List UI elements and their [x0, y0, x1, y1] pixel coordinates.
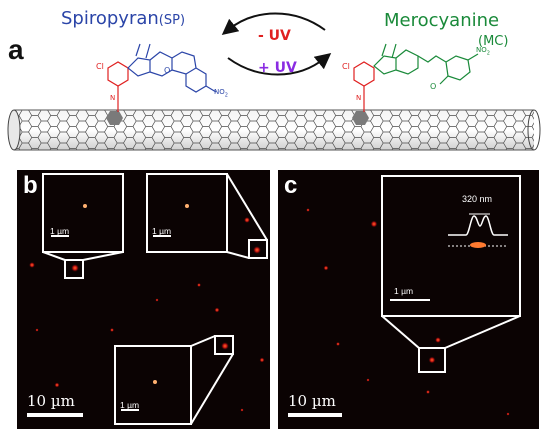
panel-letter-b: b — [23, 172, 38, 199]
inset-b1 — [42, 173, 124, 279]
atom-o-right: O — [430, 82, 437, 91]
no2-sub: 2 — [486, 50, 490, 57]
atom-cl-left: Cl — [96, 62, 104, 71]
defect-site-left — [106, 111, 123, 125]
inset-b3 — [114, 335, 234, 425]
merocyanine-structure — [353, 43, 479, 112]
defect-site-right — [352, 111, 369, 125]
panel-letter-c: c — [284, 172, 298, 199]
inset-b3-scale: 1 µm — [120, 400, 140, 410]
inset-c1-scale: 1 µm — [394, 286, 414, 296]
plus-uv-label: + UV — [258, 60, 297, 76]
atom-n-right: N — [356, 94, 362, 102]
merocyanine-name: Merocyanine — [384, 10, 500, 31]
inset-b1-scale: 1 µm — [50, 226, 70, 236]
inset-c1 — [381, 175, 521, 373]
spiropyran-structure — [107, 43, 217, 112]
switch-arrows — [221, 12, 332, 76]
panel-c-svg — [288, 175, 521, 417]
atom-no2-right: NO2 — [476, 46, 490, 56]
inset-b2 — [146, 173, 268, 259]
atom-o-left: O — [164, 66, 171, 75]
panel-a: a Spiropyran(SP) Merocyanine (MC) - UV +… — [0, 0, 550, 170]
emitter-spots — [29, 217, 265, 412]
atom-no2-left: NO2 — [214, 88, 228, 98]
spiropyran-name: Spiropyran — [61, 8, 159, 29]
merocyanine-abbr: (MC) — [478, 34, 509, 49]
panel-b-image: b 1 µm 1 µm 1 µm 10 µm — [17, 170, 270, 429]
no2-sub: 2 — [224, 92, 228, 99]
profile-width-label: 320 nm — [462, 194, 493, 204]
no2-text: NO — [476, 46, 487, 54]
scalebar-c-label: 10 µm — [288, 392, 336, 410]
spiropyran-abbr: (SP) — [158, 13, 186, 28]
panel-letter-a: a — [8, 34, 24, 65]
atom-n-left: N — [110, 94, 116, 102]
minus-uv-label: - UV — [258, 28, 291, 44]
atom-cl-right: Cl — [342, 62, 350, 71]
panel-c-image: c 320 nm 1 µm 10 µm — [278, 170, 539, 429]
intensity-profile — [448, 215, 508, 236]
no2-text: NO — [214, 88, 225, 96]
spiropyran-title: Spiropyran(SP) — [61, 8, 185, 29]
scalebar-b-label: 10 µm — [27, 392, 75, 410]
carbon-nanotube — [7, 109, 541, 151]
inset-b2-scale: 1 µm — [152, 226, 172, 236]
panel-a-graphic — [7, 12, 541, 151]
panel-b-svg — [27, 173, 268, 425]
